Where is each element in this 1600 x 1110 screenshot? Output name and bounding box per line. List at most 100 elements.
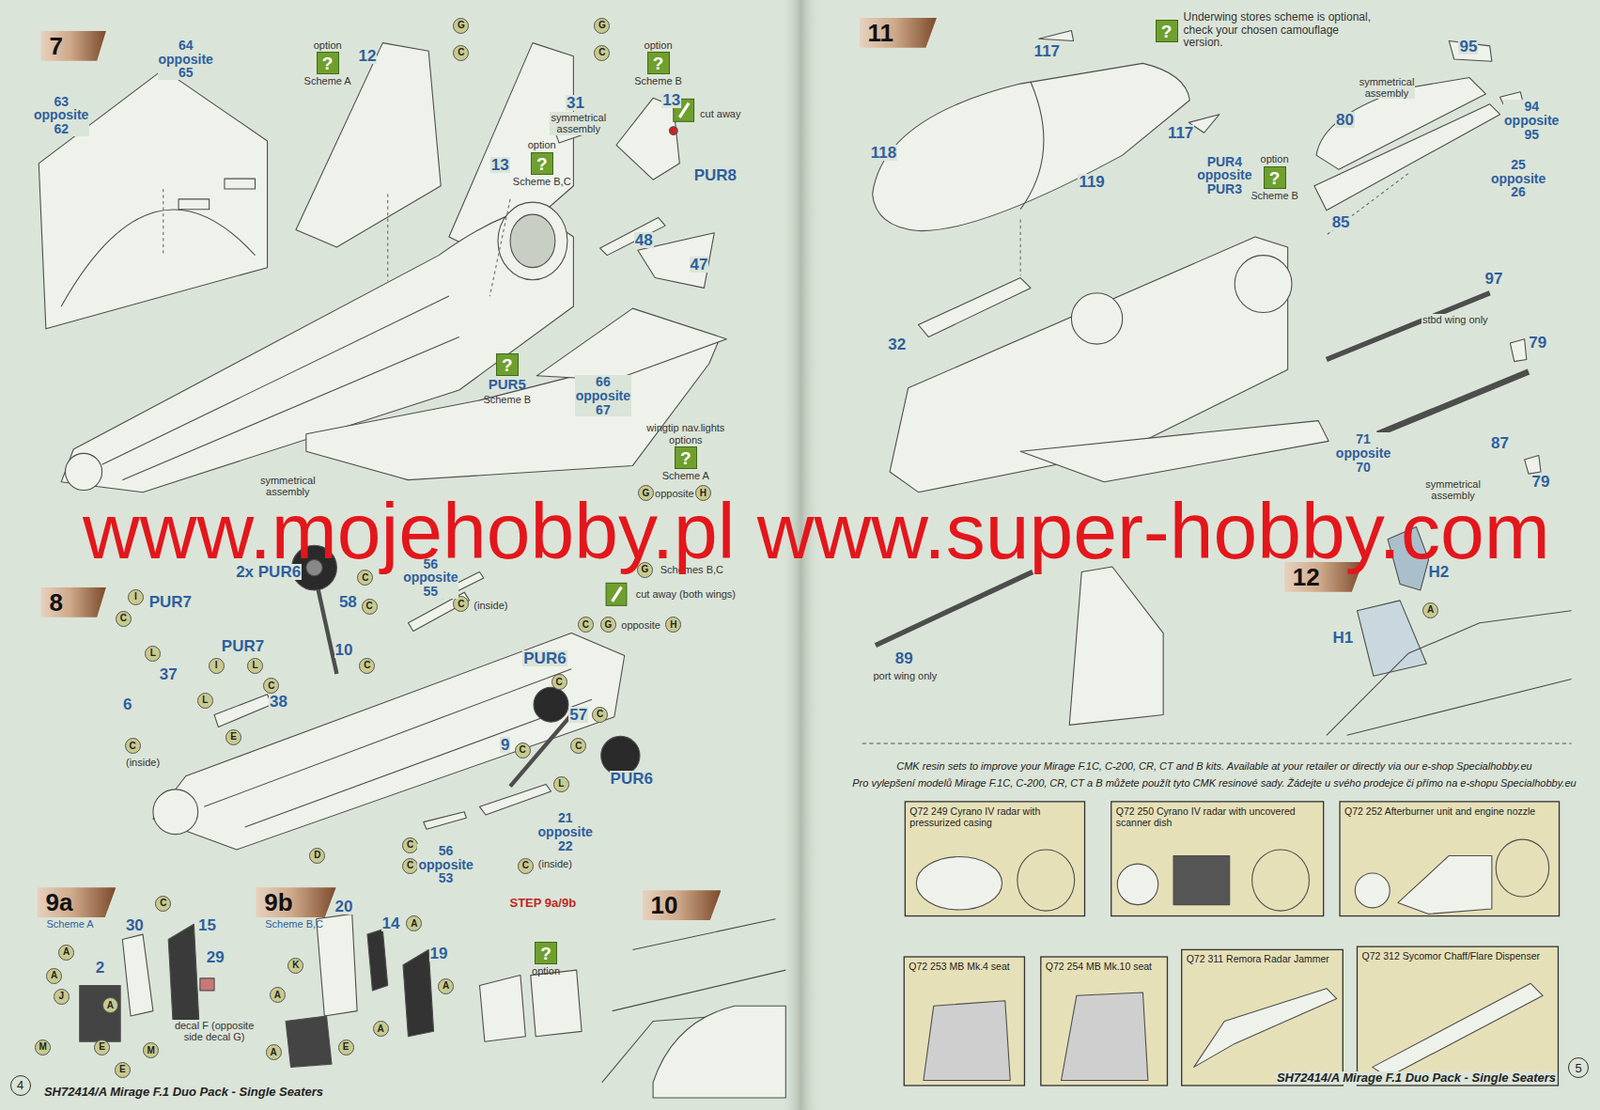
sprue-letter: K <box>292 960 299 970</box>
step-number: 11 <box>859 17 938 48</box>
option-note: Underwing stores scheme is optional, che… <box>1183 11 1372 50</box>
callout-number: 30 <box>124 916 145 933</box>
option-badge: option?Scheme A <box>304 39 352 88</box>
resin-set-name: Q72 254 MB Mk.10 seat <box>1045 960 1164 972</box>
sprue-letter: G <box>604 620 612 630</box>
part-drawing <box>1509 339 1526 362</box>
sprue-letter: C <box>406 860 414 870</box>
step-number: 8 <box>40 587 106 618</box>
sprue-letter-circle: C <box>402 837 419 854</box>
sprue-letter: C <box>457 599 465 609</box>
callout-number: PUR4 opposite PUR3 <box>1196 155 1253 197</box>
part-drawing <box>200 978 215 991</box>
callout-number: H1 <box>1331 629 1354 646</box>
resin-set-name: Q72 312 Sycomor Chaff/Flare Dispenser <box>1362 949 1554 962</box>
part-drawing <box>285 1015 332 1067</box>
sprue-letter: M <box>38 1041 47 1052</box>
callout-number: 87 <box>1490 434 1510 451</box>
sprue-letter: M <box>147 1045 156 1056</box>
leader-line <box>1326 173 1409 235</box>
leader-line <box>387 193 389 280</box>
sprue-letter-circle: I <box>208 657 225 674</box>
sprue-letter: A <box>274 990 281 1000</box>
resin-set-box: Q72 254 MB Mk.10 seat <box>1040 956 1168 1086</box>
part-drawing <box>1524 455 1541 475</box>
resin-box <box>1040 956 1168 1086</box>
callout-number: 79 <box>1527 334 1548 351</box>
cut-away-icon <box>605 582 627 606</box>
note-text: opposite <box>620 619 662 631</box>
option-note: option <box>531 964 560 978</box>
note-text: (inside) <box>472 599 509 611</box>
sprue-letter-circle: M <box>142 1041 159 1058</box>
step-tab: 9bScheme B,C <box>255 886 336 930</box>
option-note: Scheme B <box>482 393 531 406</box>
page-number: 5 <box>1575 1061 1583 1074</box>
callout-number: 15 <box>197 916 218 933</box>
sprue-letter-circle: C <box>570 737 587 754</box>
callout-number: PUR7 <box>148 593 193 610</box>
part-drawing <box>122 933 154 1016</box>
sprue-letter: C <box>120 613 127 623</box>
part-drawing <box>203 668 592 827</box>
callout-number: 117 <box>1033 43 1061 60</box>
part-drawing <box>65 452 103 490</box>
sprue-letter-circle: L <box>197 692 214 709</box>
sprue-letter-circle: C <box>452 595 469 612</box>
option-badge: ?option <box>531 941 560 978</box>
sprue-letter-circle: L <box>144 645 161 662</box>
sprue-letter: A <box>410 918 418 929</box>
callout-number: 56 opposite 53 <box>417 843 474 886</box>
sprue-letter-circle: G <box>593 17 610 34</box>
callout-number: 64 opposite 65 <box>157 38 215 80</box>
part-drawing <box>1071 293 1122 344</box>
sprue-letter-circle: E <box>114 1061 131 1078</box>
sprue-letter: C <box>574 741 582 751</box>
leader-line <box>1020 219 1022 277</box>
callout-number: 19 <box>429 945 450 962</box>
part-drawing <box>1061 992 1149 1080</box>
note-text: stbd wing only <box>1421 313 1490 326</box>
callout-number: 10 <box>334 641 355 658</box>
part-drawing <box>530 969 582 1037</box>
part-drawing <box>1234 255 1292 313</box>
sprue-letter: C <box>582 620 590 630</box>
part-drawing <box>1039 31 1074 42</box>
callout-number: PUR6 <box>522 650 567 667</box>
part-drawing <box>1377 371 1529 434</box>
sprue-letter: E <box>98 1041 106 1052</box>
option-icon: ? <box>534 941 558 964</box>
callout-number: 80 <box>1335 111 1355 128</box>
note-text: symmetrical assembly <box>1358 76 1416 99</box>
sprue-letter: C <box>518 745 526 755</box>
resin-box <box>903 801 1559 1086</box>
sprue-letter: C <box>361 573 369 583</box>
step-note: STEP 9a/9b <box>509 896 578 910</box>
part-drawing <box>479 975 526 1042</box>
sprue-letter-circle: C <box>593 45 610 62</box>
sprue-letter: H <box>669 620 677 630</box>
sprue-letter: G <box>457 20 466 31</box>
callout-number: 47 <box>689 256 710 273</box>
sprue-letter: D <box>313 850 321 860</box>
callout-number: 66 opposite 67 <box>574 374 632 417</box>
part-drawing <box>295 43 441 248</box>
sprue-letter: C <box>596 709 604 719</box>
part-drawing <box>214 694 272 728</box>
resin-set-name: Q72 252 Afterburner unit and engine nozz… <box>1344 805 1555 817</box>
callout-number: PUR7 <box>220 637 265 654</box>
scheme-note: Scheme B,C <box>255 917 324 930</box>
callout-number: 37 <box>158 666 179 683</box>
step-tab: 11 <box>859 17 938 48</box>
sprue-letter: L <box>201 695 208 705</box>
option-badge: option?Scheme B <box>634 39 683 88</box>
step-number: 9b <box>255 886 336 917</box>
option-note: Scheme B <box>1250 189 1299 202</box>
sprue-letter-circle: C <box>361 598 378 615</box>
sprue-letter: A <box>107 1000 114 1010</box>
part-drawing <box>510 214 556 267</box>
part-drawing <box>61 209 255 307</box>
sprue-letter: E <box>342 1041 350 1052</box>
leader-line <box>162 188 164 256</box>
option-note: wingtip nav.lights options <box>636 421 735 446</box>
